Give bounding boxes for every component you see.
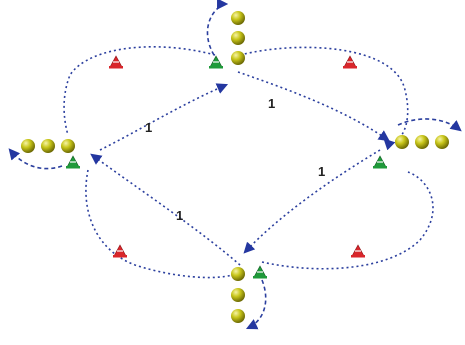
run-bottom bbox=[245, 279, 267, 330]
ball-stack-right bbox=[395, 135, 449, 149]
run-left bbox=[8, 148, 63, 170]
red-cone-icon bbox=[109, 55, 123, 69]
run-top bbox=[206, 0, 229, 56]
green-cone-icon bbox=[66, 155, 80, 169]
yellow-ball-icon bbox=[395, 135, 409, 149]
pass-left-to-top bbox=[99, 83, 229, 151]
label-left-pass: 1 bbox=[145, 120, 152, 135]
run-right bbox=[397, 118, 462, 132]
yellow-ball-icon bbox=[231, 309, 245, 323]
label-right-pass: 1 bbox=[318, 164, 325, 179]
loop-left-bottom bbox=[85, 169, 233, 279]
yellow-ball-icon bbox=[415, 135, 429, 149]
pass-top-to-right bbox=[237, 71, 390, 142]
label-bottom-pass: 1 bbox=[176, 208, 183, 223]
red-cone-icon bbox=[343, 55, 357, 69]
yellow-ball-icon bbox=[61, 139, 75, 153]
ball-stack-top bbox=[231, 11, 245, 65]
pass-lines bbox=[90, 71, 390, 266]
rotation-loops bbox=[63, 46, 434, 279]
yellow-ball-icon bbox=[21, 139, 35, 153]
loop-top-right bbox=[239, 46, 409, 151]
green-cone-icon bbox=[253, 265, 267, 279]
ball-stacks bbox=[21, 11, 449, 323]
green-cones bbox=[66, 55, 387, 279]
pass-bottom-to-left bbox=[90, 153, 241, 266]
loop-bottom-right bbox=[261, 171, 434, 270]
yellow-ball-icon bbox=[435, 135, 449, 149]
green-cone-icon bbox=[373, 155, 387, 169]
yellow-ball-icon bbox=[231, 267, 245, 281]
yellow-ball-icon bbox=[231, 11, 245, 25]
red-cones bbox=[109, 55, 365, 258]
loop-top-left bbox=[63, 46, 216, 136]
ball-stack-bottom bbox=[231, 267, 245, 323]
pass-right-to-bottom bbox=[243, 149, 381, 254]
player-runs bbox=[8, 0, 462, 330]
yellow-ball-icon bbox=[231, 51, 245, 65]
red-cone-icon bbox=[113, 244, 127, 258]
yellow-ball-icon bbox=[231, 31, 245, 45]
pass-labels: 1 1 1 1 bbox=[145, 96, 325, 223]
label-top-pass: 1 bbox=[268, 96, 275, 111]
yellow-ball-icon bbox=[41, 139, 55, 153]
green-cone-icon bbox=[209, 55, 223, 69]
yellow-ball-icon bbox=[231, 288, 245, 302]
ball-stack-left bbox=[21, 139, 75, 153]
red-cone-icon bbox=[351, 244, 365, 258]
